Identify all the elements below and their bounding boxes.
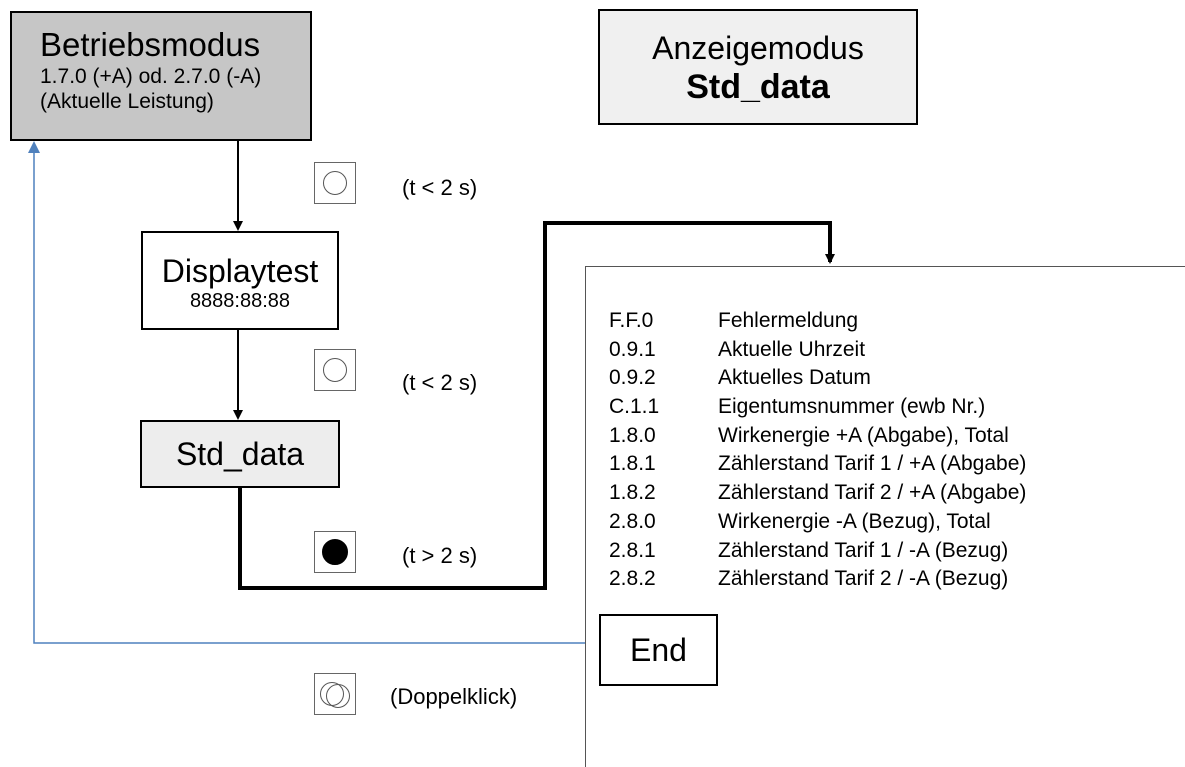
arrow-end-to-betrieb: [28, 141, 599, 644]
betriebsmodus-register: 1.7.0 (+A) od. 2.7.0 (-A): [40, 65, 262, 88]
register-code: C.1.1: [609, 395, 660, 419]
displaytest-box: Displaytest 8888:88:88: [141, 231, 339, 330]
register-code: F.F.0: [609, 309, 654, 332]
end-label: End: [630, 632, 687, 668]
register-description: Zählerstand Tarif 1 / +A (Abgabe): [718, 452, 1027, 476]
displaytest-pattern: 8888:88:88: [189, 290, 291, 312]
transition-label-long-press: (t > 2 s): [402, 543, 478, 568]
register-description: Eigentumsnummer (ewb Nr.): [718, 395, 986, 419]
register-description: Zählerstand Tarif 2 / +A (Abgabe): [718, 481, 1027, 505]
anzeigemodus-value: Std_data: [686, 68, 830, 106]
register-description: Zählerstand Tarif 1 / -A (Bezug): [718, 538, 1009, 562]
register-description: Wirkenergie -A (Bezug), Total: [718, 509, 991, 533]
double-circle-icon: [314, 673, 356, 715]
list-item: F.F.0 Fehlermeldung: [609, 307, 1026, 336]
betriebsmodus-description: (Aktuelle Leistung): [40, 90, 214, 113]
register-code: 1.8.2: [609, 481, 656, 505]
register-description: Zählerstand Tarif 2 / -A (Bezug): [718, 567, 1009, 591]
register-code: 0.9.2: [609, 366, 656, 390]
transition-label-double-click: (Doppelklick): [390, 684, 518, 709]
list-item: 1.8.2 Zählerstand Tarif 2 / +A (Abgabe): [609, 479, 1026, 508]
transition-label-short-press: (t < 2 s): [402, 175, 478, 200]
list-item: 2.8.2 Zählerstand Tarif 2 / -A (Bezug): [609, 565, 1026, 594]
register-code: 0.9.1: [609, 337, 656, 361]
list-item: 0.9.2 Aktuelles Datum: [609, 364, 1026, 393]
list-item: 1.8.0 Wirkenergie +A (Abgabe), Total: [609, 422, 1026, 451]
register-description: Aktuelles Datum: [718, 366, 871, 390]
list-item: 0.9.1 Aktuelle Uhrzeit: [609, 336, 1026, 365]
register-code: 2.8.1: [609, 538, 656, 562]
connector-lines: [28, 141, 835, 644]
register-list: F.F.0 Fehlermeldung 0.9.1 Aktuelle Uhrzeit…: [609, 307, 1026, 594]
register-description: Fehlermeldung: [718, 309, 859, 332]
std-data-box: Std_data: [140, 420, 340, 488]
register-code: 1.8.1: [609, 452, 656, 476]
std-data-label: Std_data: [175, 436, 305, 472]
circle-filled-icon: [314, 531, 356, 573]
betriebsmodus-title: Betriebsmodus: [40, 26, 261, 63]
list-item: 2.8.0 Wirkenergie -A (Bezug), Total: [609, 508, 1026, 537]
list-item: 2.8.1 Zählerstand Tarif 1 / -A (Bezug): [609, 537, 1026, 566]
anzeigemodus-title: Anzeigemodus: [652, 30, 864, 66]
register-code: 2.8.0: [609, 509, 656, 533]
circle-open-icon: [314, 349, 356, 391]
list-item: 1.8.1 Zählerstand Tarif 1 / +A (Abgabe): [609, 450, 1026, 479]
end-box: End: [599, 614, 718, 686]
circle-open-icon: [314, 162, 356, 204]
register-code: 2.8.2: [609, 567, 656, 591]
displaytest-title: Displaytest: [161, 253, 319, 289]
register-description: Aktuelle Uhrzeit: [718, 337, 866, 361]
register-description: Wirkenergie +A (Abgabe), Total: [718, 423, 1009, 447]
transition-label-short-press: (t < 2 s): [402, 370, 478, 395]
arrow-std-to-list: [238, 221, 835, 590]
register-code: 1.8.0: [609, 423, 656, 447]
anzeigemodus-box: Anzeigemodus Std_data: [598, 9, 918, 125]
list-item: C.1.1 Eigentumsnummer (ewb Nr.): [609, 393, 1026, 422]
betriebsmodus-box: Betriebsmodus 1.7.0 (+A) od. 2.7.0 (-A) …: [10, 11, 312, 141]
